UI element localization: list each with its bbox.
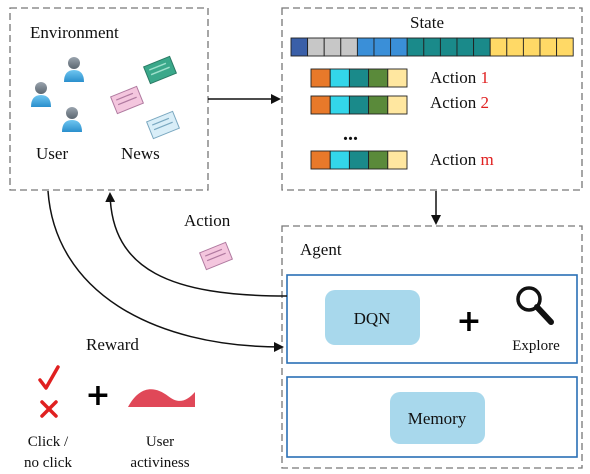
user-label: User bbox=[36, 144, 68, 163]
user-icon bbox=[31, 57, 84, 132]
action-cell bbox=[387, 68, 408, 88]
state-cell bbox=[340, 37, 358, 57]
action-arrow-label: Action bbox=[184, 211, 231, 230]
activiness-label-line2: activiness bbox=[130, 455, 189, 471]
state-cell bbox=[556, 37, 574, 57]
state-cell bbox=[473, 37, 491, 57]
state-cell bbox=[390, 37, 408, 57]
state-cell bbox=[489, 37, 508, 57]
state-cell bbox=[506, 37, 524, 57]
action-cell bbox=[387, 95, 408, 115]
state-cell bbox=[307, 37, 325, 57]
activiness-wave-icon bbox=[128, 389, 195, 407]
dqn-label: DQN bbox=[354, 309, 391, 328]
action-cell bbox=[387, 150, 408, 170]
state-cell bbox=[456, 37, 475, 57]
state-cell bbox=[439, 37, 458, 57]
environment-title: Environment bbox=[30, 23, 119, 42]
reward-plus: + bbox=[85, 378, 110, 413]
agent-title: Agent bbox=[300, 240, 342, 259]
reward-section: Reward + Click / no click User activines… bbox=[24, 335, 195, 471]
environment-panel: Environment bbox=[9, 7, 209, 191]
memory-label: Memory bbox=[408, 409, 467, 428]
agent-plus: + bbox=[456, 304, 481, 339]
action-cell bbox=[310, 95, 331, 115]
action-vectors bbox=[310, 68, 408, 170]
action-cell bbox=[310, 68, 331, 88]
news-label: News bbox=[121, 144, 160, 163]
click-label-line2: no click bbox=[24, 455, 72, 471]
state-cell bbox=[406, 37, 425, 57]
state-cell bbox=[356, 37, 375, 57]
action-1-label: Action 1 bbox=[430, 68, 489, 87]
action-cell bbox=[348, 95, 370, 115]
action-m-label: Action m bbox=[430, 150, 494, 169]
action-vector bbox=[310, 95, 408, 115]
arrows bbox=[47, 94, 441, 352]
action-cell bbox=[329, 150, 350, 170]
activiness-label-line1: User bbox=[146, 434, 174, 450]
action-cell bbox=[310, 150, 331, 170]
action-2-label: Action 2 bbox=[430, 93, 489, 112]
ellipsis: ... bbox=[343, 123, 358, 145]
state-cell bbox=[423, 37, 441, 57]
action-cell bbox=[368, 68, 389, 88]
action-cell bbox=[348, 68, 370, 88]
memory-panel bbox=[286, 376, 578, 458]
dqn-explore-box bbox=[286, 274, 578, 364]
magnifier-icon bbox=[516, 286, 554, 325]
state-cell bbox=[323, 37, 342, 57]
action-cell bbox=[348, 150, 370, 170]
state-cell bbox=[290, 37, 309, 57]
state-vector bbox=[290, 37, 574, 57]
action-cell bbox=[329, 95, 350, 115]
dqn-box bbox=[325, 290, 420, 345]
action-vector bbox=[310, 150, 408, 170]
state-title: State bbox=[410, 13, 444, 32]
check-icon bbox=[38, 365, 60, 390]
newspaper-icon bbox=[109, 55, 181, 140]
action-cell bbox=[368, 95, 389, 115]
reward-title: Reward bbox=[86, 335, 139, 354]
state-cell bbox=[539, 37, 558, 57]
agent-to-env-arrow bbox=[105, 192, 288, 297]
action-vector bbox=[310, 68, 408, 88]
env-to-agent-reward-arrow bbox=[47, 190, 284, 352]
state-cell bbox=[373, 37, 392, 57]
state-panel: State Action 1 Action 2 ... Action m bbox=[281, 7, 583, 191]
memory-box bbox=[390, 392, 485, 444]
explore-label: Explore bbox=[512, 338, 560, 354]
agent-panel: Agent DQN + Explore Memory bbox=[281, 225, 583, 469]
action-cell bbox=[368, 150, 389, 170]
newspaper-icon bbox=[198, 241, 234, 271]
action-cell bbox=[329, 68, 350, 88]
cross-icon bbox=[40, 400, 58, 418]
click-label-line1: Click / bbox=[28, 434, 69, 450]
state-cell bbox=[522, 37, 541, 57]
